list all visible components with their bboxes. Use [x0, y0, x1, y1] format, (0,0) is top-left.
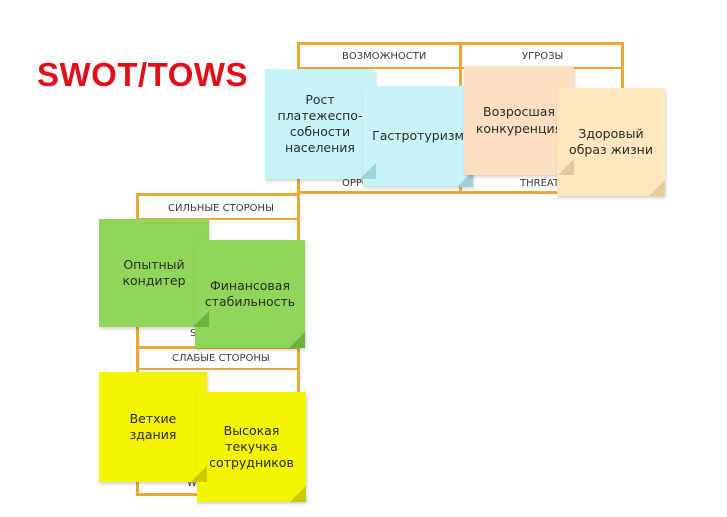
strengths-note-2-curl-icon	[289, 332, 305, 348]
weaknesses-note-1-curl-icon	[191, 466, 207, 482]
page-title: SWOT/TOWS	[37, 56, 249, 93]
strengths-header-line	[136, 218, 300, 220]
threats-label: УГРОЗЫ	[522, 51, 564, 62]
strengths-note-1: Опытный кондитер	[99, 219, 209, 327]
threats-note-2: Здоровый образ жизни	[557, 88, 665, 196]
opportunities-footer: OPPO	[342, 178, 370, 189]
threats-footer: THREAT	[520, 178, 560, 189]
weaknesses-note-2: Высокая текучка сотрудников	[197, 392, 306, 502]
weaknesses-note-1: Ветхие здания	[99, 372, 207, 482]
top-header-line	[297, 67, 624, 69]
weaknesses-footer: WE	[187, 478, 204, 489]
opportunities-label: ВОЗМОЖНОСТИ	[342, 51, 427, 62]
strengths-footer: S	[190, 328, 197, 339]
weaknesses-label: СЛАБЫЕ СТОРОНЫ	[172, 353, 270, 364]
opportunities-note-2-curl-icon	[457, 171, 473, 187]
opportunities-note-1-curl-icon	[360, 163, 376, 179]
strengths-label: СИЛЬНЫЕ СТОРОНЫ	[168, 203, 274, 214]
opportunities-note-2: Гастротуризм	[363, 86, 473, 186]
threats-note-1: Возросшая конкуренция	[464, 66, 574, 175]
opportunities-note-1: Рост платежеспо-собности населения	[265, 69, 375, 179]
threats-note-2-curl-icon	[649, 180, 665, 196]
threats-note-1-curl-icon	[558, 159, 574, 175]
strengths-note-2: Финансовая стабильность	[195, 240, 305, 348]
strengths-note-1-curl-icon	[193, 311, 209, 327]
weaknesses-header-line	[136, 368, 300, 370]
weaknesses-note-2-curl-icon	[290, 486, 306, 502]
